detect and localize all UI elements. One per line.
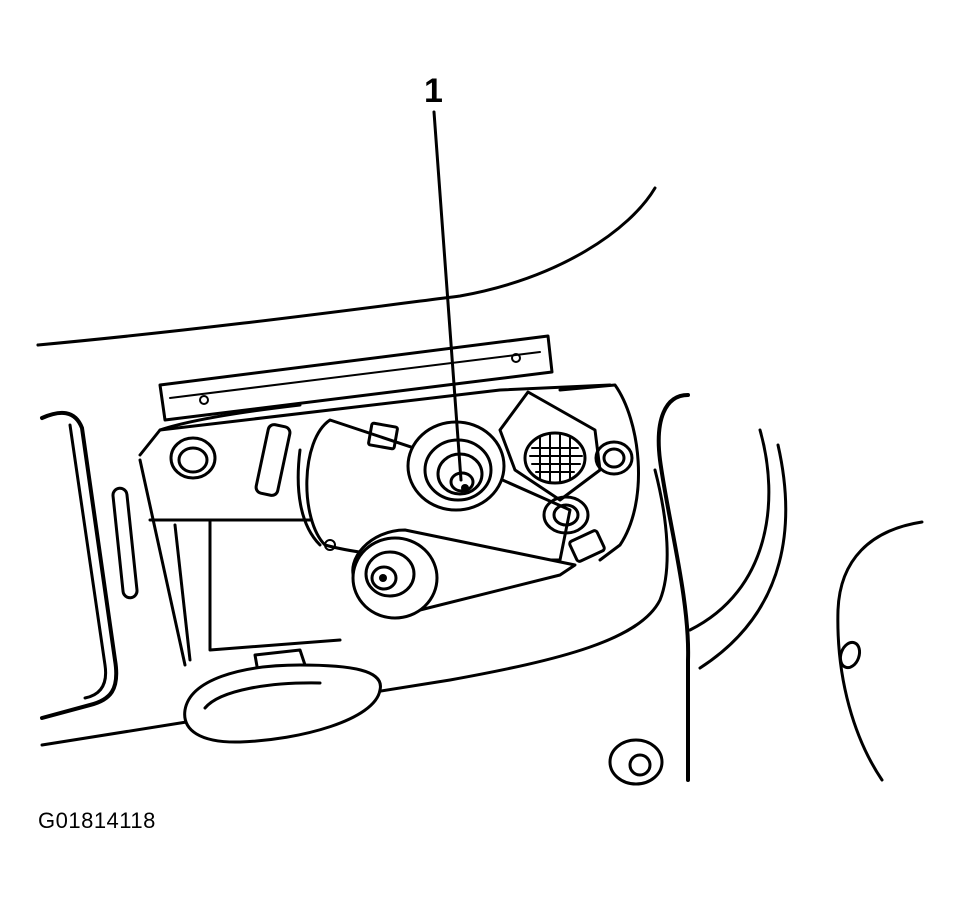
figure-code: G01814118 [38,808,156,833]
callout-1-label: 1 [424,72,443,110]
cowl-panel [36,186,657,347]
fender-outline [608,393,924,786]
linkage-assembly [542,383,640,563]
connector-grid [529,433,583,483]
callout-1-leader [432,110,463,482]
motor-bracket [138,334,612,662]
pivot-shaft [351,536,439,620]
callout-1: 1 [424,72,463,482]
output-shaft [406,420,506,512]
drain-grommet [183,648,382,744]
electrical-connector [498,390,602,502]
